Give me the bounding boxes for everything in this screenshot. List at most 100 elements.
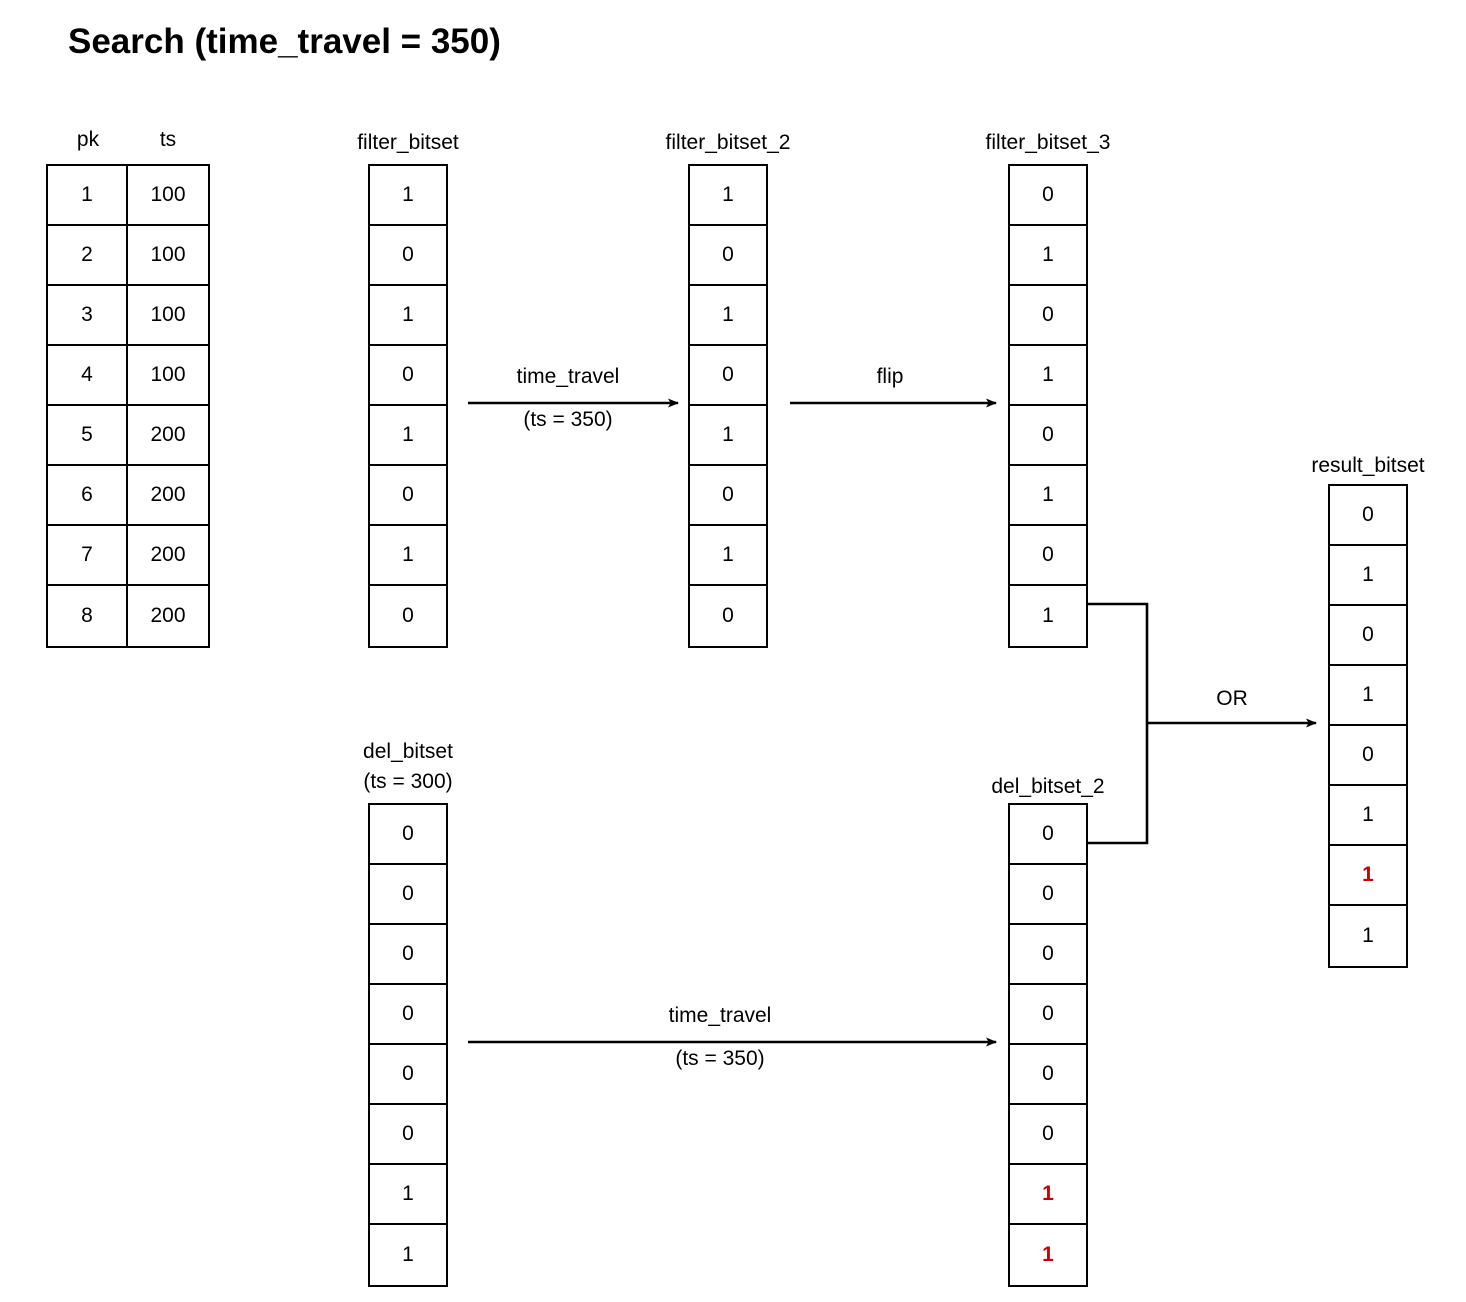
source-table: 1 100 2 100 3 100 4 100 5 200 6 200 7 200 8 200 [46,164,210,648]
table-row: 3 100 [48,286,208,346]
table-cell-pk: 6 [48,466,128,524]
bitset-cell: 0 [1010,166,1086,226]
arrow-label-line1: flip [876,365,904,388]
bitset-cell: 0 [1010,805,1086,865]
table-cell-ts: 200 [150,423,186,446]
bitset-cell: 1 [1330,786,1406,846]
bitset-cell: 1 [1330,906,1406,966]
bitset-cell: 0 [370,346,446,406]
bitset-cell: 0 [370,985,446,1045]
table-cell-pk: 7 [48,526,128,584]
arrow-label-line1: time_travel [668,1004,772,1027]
label-result-bitset: result_bitset [1311,454,1425,477]
bitset-cell: 1 [1010,1165,1086,1225]
label-del-bitset-2: del_bitset_2 [991,775,1105,798]
table-row: 2 100 [48,226,208,286]
bitset-cell: 0 [1010,865,1086,925]
bitset-cell: 1 [370,166,446,226]
bitset-cell: 0 [1010,1105,1086,1165]
table-cell-ts: 200 [150,604,186,627]
bitset-cell: 1 [370,526,446,586]
bitset-cell: 0 [370,925,446,985]
bitset-cell: 1 [370,1165,446,1225]
bitset-cell: 1 [370,1225,446,1285]
arrow-label-line1: OR [1216,687,1248,710]
arrow-label-line2: (ts = 350) [523,408,613,431]
bitset-cell: 1 [690,406,766,466]
bitset-cell: 0 [1010,985,1086,1045]
bitset-cell: 0 [370,1045,446,1105]
table-cell-pk: 3 [48,286,128,344]
table-cell-pk: 1 [48,166,128,224]
table-cell-pk: 8 [48,586,128,646]
page-title: Search (time_travel = 350) [68,22,501,61]
bitset-cell: 0 [690,226,766,286]
arrow-label-line1: time_travel [516,365,620,388]
bitset-cell: 1 [1330,666,1406,726]
bitset-cell: 0 [690,466,766,526]
bitset-cell: 0 [1010,406,1086,466]
bitset-cell: 0 [1330,726,1406,786]
label-del-bitset-name: del_bitset [363,740,453,763]
table-cell-pk: 5 [48,406,128,464]
bitset-cell: 1 [1330,846,1406,906]
table-row: 4 100 [48,346,208,406]
table-cell-ts: 200 [150,483,186,506]
bitset-cell: 1 [1010,466,1086,526]
table-row: 5 200 [48,406,208,466]
bitset-cell: 0 [370,226,446,286]
arrow-label-time-travel-top: time_travel (ts = 350) [468,362,668,434]
bitset-cell: 0 [1330,486,1406,546]
bitset-cell: 1 [370,286,446,346]
table-cell-pk: 4 [48,346,128,404]
bitset-cell: 1 [690,286,766,346]
table-row: 6 200 [48,466,208,526]
bitset-cell: 0 [1330,606,1406,666]
table-row: 1 100 [48,166,208,226]
label-del-bitset: del_bitset (ts = 300) [328,737,488,797]
label-filter-bitset-2: filter_bitset_2 [665,131,791,154]
bitset-cell: 0 [370,865,446,925]
column-header-pk: pk [76,128,100,151]
bitset-cell: 0 [1010,526,1086,586]
bitset-cell: 1 [690,166,766,226]
bitset-cell: 0 [370,586,446,646]
table-cell-ts: 100 [150,303,186,326]
bitset-cell: 0 [370,1105,446,1165]
bitset-cell: 0 [370,805,446,865]
table-cell-ts: 100 [150,183,186,206]
arrow-label-or: OR [1147,684,1317,713]
bitset-cell: 0 [690,346,766,406]
arrow-label-time-travel-bottom: time_travel (ts = 350) [520,1001,920,1073]
bitset-cell: 1 [1010,226,1086,286]
bitset-cell: 0 [370,466,446,526]
table-row: 8 200 [48,586,208,646]
bitset-cell: 1 [1330,546,1406,606]
table-cell-pk: 2 [48,226,128,284]
table-cell-ts: 200 [150,543,186,566]
bitset-cell: 1 [690,526,766,586]
bitset-cell: 0 [1010,925,1086,985]
table-cell-ts: 100 [150,363,186,386]
bitset-cell: 1 [1010,586,1086,646]
label-filter-bitset-3: filter_bitset_3 [985,131,1111,154]
bitset-cell: 1 [370,406,446,466]
table-cell-ts: 100 [150,243,186,266]
bitset-cell: 0 [1010,1045,1086,1105]
label-filter-bitset: filter_bitset [357,131,459,154]
bitset-cell: 1 [1010,1225,1086,1285]
bitset-cell: 1 [1010,346,1086,406]
arrow-label-line2: (ts = 350) [675,1047,765,1070]
arrow-label-flip: flip [790,362,990,391]
bitset-cell: 0 [1010,286,1086,346]
table-row: 7 200 [48,526,208,586]
column-header-ts: ts [159,128,177,151]
bitset-cell: 0 [690,586,766,646]
